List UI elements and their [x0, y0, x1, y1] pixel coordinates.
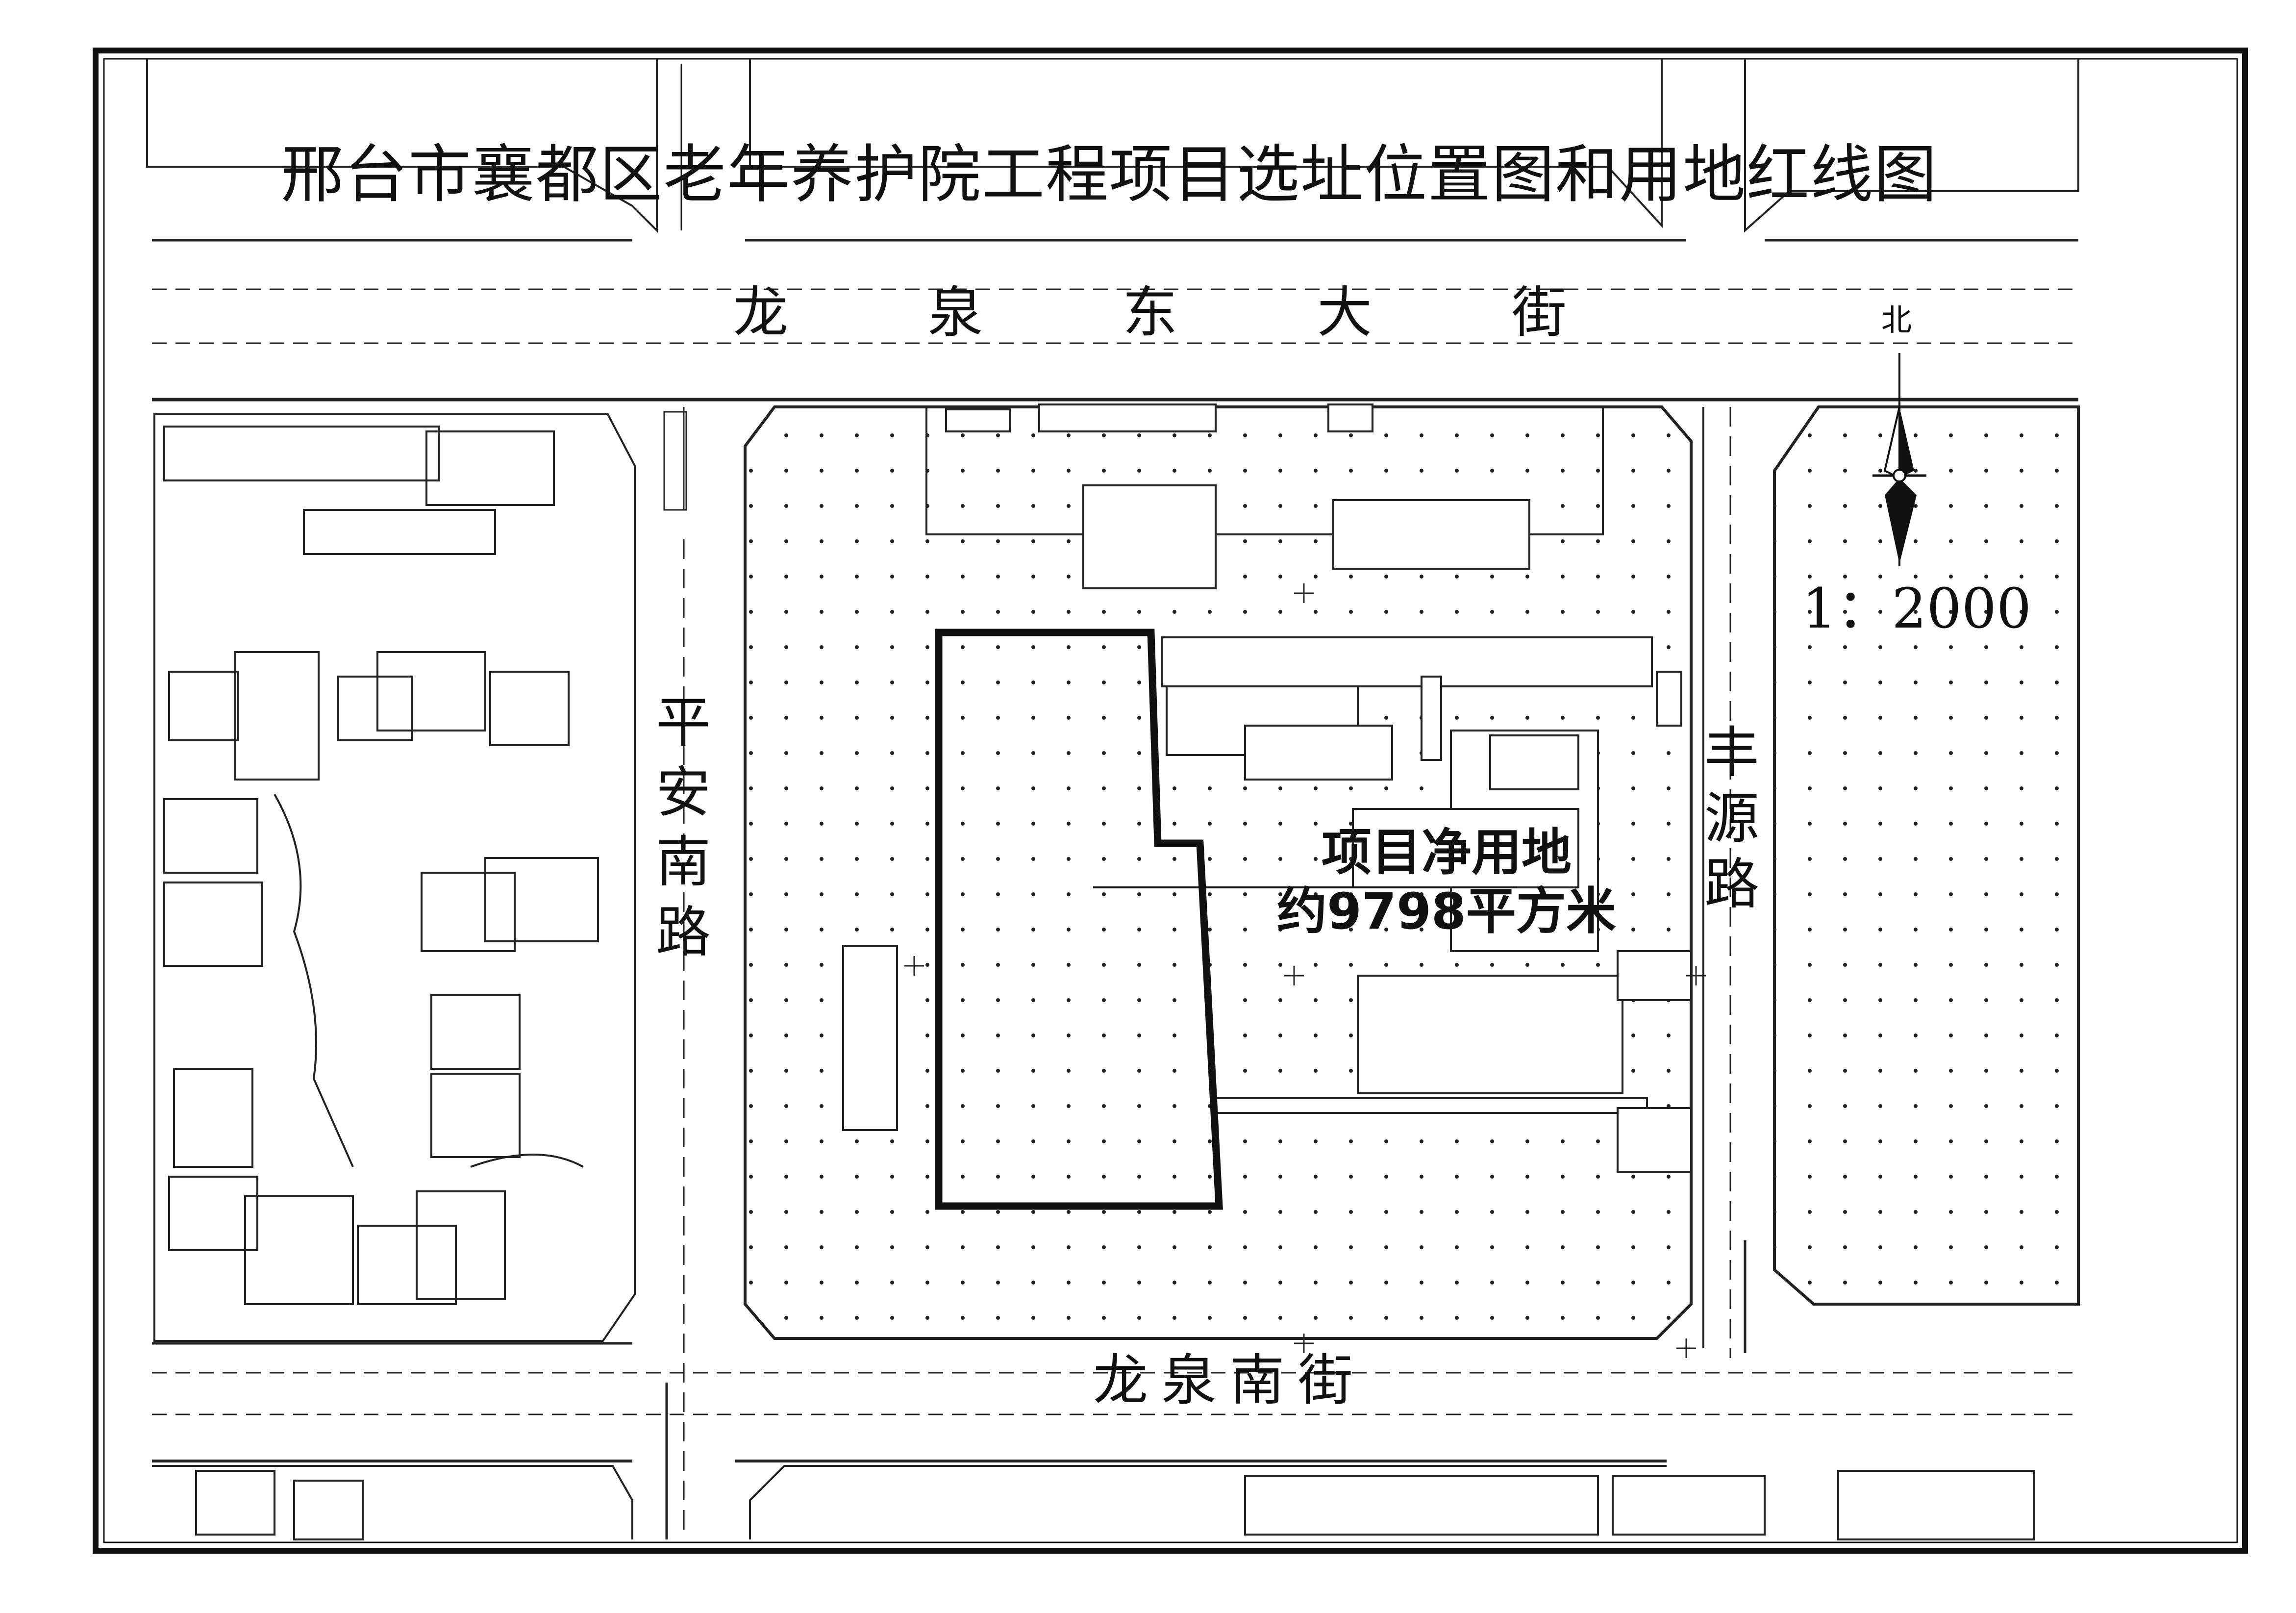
street-label-west: 平 安 南 路 [656, 695, 711, 960]
north-label: 北 [1881, 302, 1912, 338]
street-char: 南 [656, 831, 711, 895]
north-arrow-icon [1872, 353, 1926, 566]
street-char: 丰 [1704, 721, 1759, 785]
south-blocks [152, 1465, 2035, 1540]
street-char: 龙 [733, 281, 788, 345]
street-char: 大 [1317, 281, 1372, 345]
street-char: 源 [1704, 787, 1759, 851]
south-street-band [152, 1342, 2078, 1462]
map-inner-frame [103, 58, 2238, 1543]
existing-buildings [842, 403, 1692, 1173]
street-label-east: 丰 源 路 [1704, 726, 1759, 912]
east-street-band [1702, 407, 1747, 1358]
street-char: 街 [1298, 1349, 1353, 1412]
site-label-line1: 项目净用地 [1321, 824, 1572, 882]
north-street-band [152, 239, 2078, 402]
street-char: 南 [1229, 1349, 1285, 1412]
site-area-label: 项目净用地 约9798平方米 [1277, 824, 1616, 942]
street-char: 东 [1123, 281, 1177, 345]
street-char: 安 [656, 760, 711, 825]
street-char: 路 [1704, 853, 1759, 916]
street-char: 平 [656, 691, 711, 755]
project-boundary [935, 629, 1223, 1210]
street-char: 路 [656, 900, 711, 964]
east-parcel [1773, 405, 2080, 1306]
map-frame [93, 48, 2248, 1554]
street-char: 街 [1512, 281, 1567, 345]
west-residential-block [153, 413, 636, 1342]
street-char: 泉 [1161, 1349, 1217, 1412]
scale-ratio: 1：2000 [1802, 577, 2032, 641]
map-title: 邢台市襄都区老年养护院工程项目选址位置图和用地红线图 [281, 138, 1938, 211]
street-char: 龙 [1093, 1349, 1148, 1412]
survey-marks [904, 583, 1706, 1358]
site-label-line2: 约9798平方米 [1277, 882, 1616, 941]
street-char: 泉 [928, 281, 983, 345]
north-top-blocks [146, 59, 2079, 233]
street-label-south: 龙 泉 南 街 [1093, 1353, 1353, 1408]
street-label-north: 龙 泉 东 大 街 [733, 285, 1567, 340]
